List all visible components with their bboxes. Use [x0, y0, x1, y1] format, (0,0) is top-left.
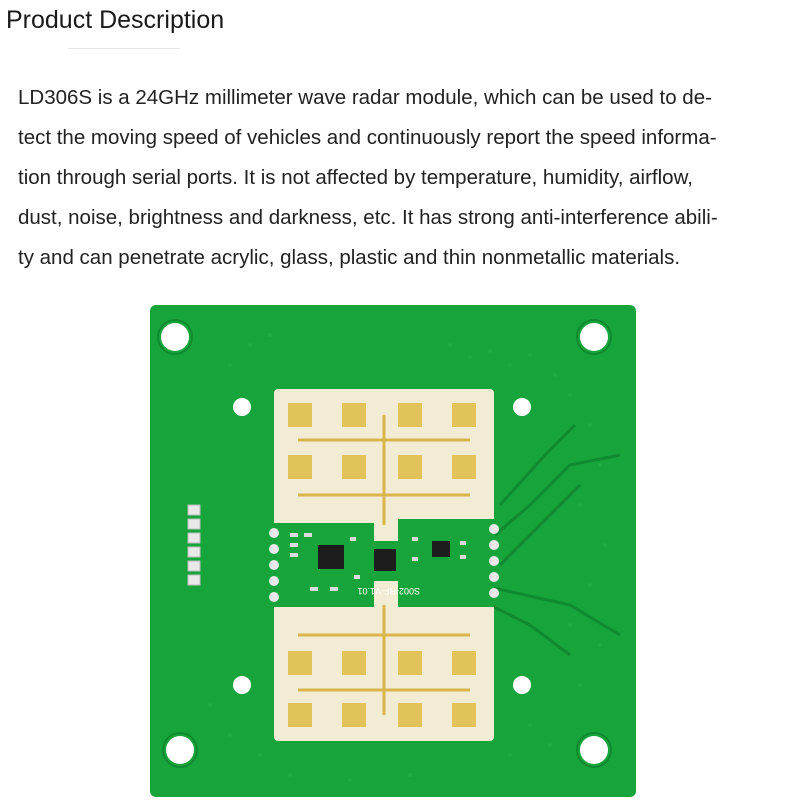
silkscreen-label: S002-RF-V1.01 — [357, 586, 420, 596]
product-description: LD306S is a 24GHz millimeter wave radar … — [18, 78, 778, 278]
page-title: Product Description — [6, 6, 225, 34]
mounting-holes — [157, 319, 612, 768]
description-line: tect the moving speed of vehicles and co… — [18, 126, 717, 149]
rf-board-right — [398, 519, 494, 607]
radar-module-photo: S002-RF-V1.01 — [150, 305, 636, 797]
antenna-patch-array-top — [288, 403, 476, 479]
castellated-pads-left — [269, 528, 279, 602]
mcu-chip — [318, 545, 344, 569]
antenna-patch-array-bottom — [288, 651, 476, 727]
regulator-chip — [432, 541, 450, 557]
description-line: tion through serial ports. It is not aff… — [18, 166, 693, 189]
title-divider — [68, 48, 180, 49]
smd-components — [290, 533, 466, 591]
copper-pour-dots — [208, 333, 607, 782]
pcb-traces — [479, 423, 621, 657]
left-pin-header — [187, 504, 201, 586]
description-line: LD306S is a 24GHz millimeter wave radar … — [18, 86, 712, 109]
antenna-feed-lines — [298, 415, 470, 715]
description-line: ty and can penetrate acrylic, glass, pla… — [18, 246, 681, 269]
description-line: dust, noise, brightness and darkness, et… — [18, 206, 718, 229]
castellated-pads-right — [489, 524, 499, 598]
rf-transceiver-chip — [374, 549, 396, 571]
